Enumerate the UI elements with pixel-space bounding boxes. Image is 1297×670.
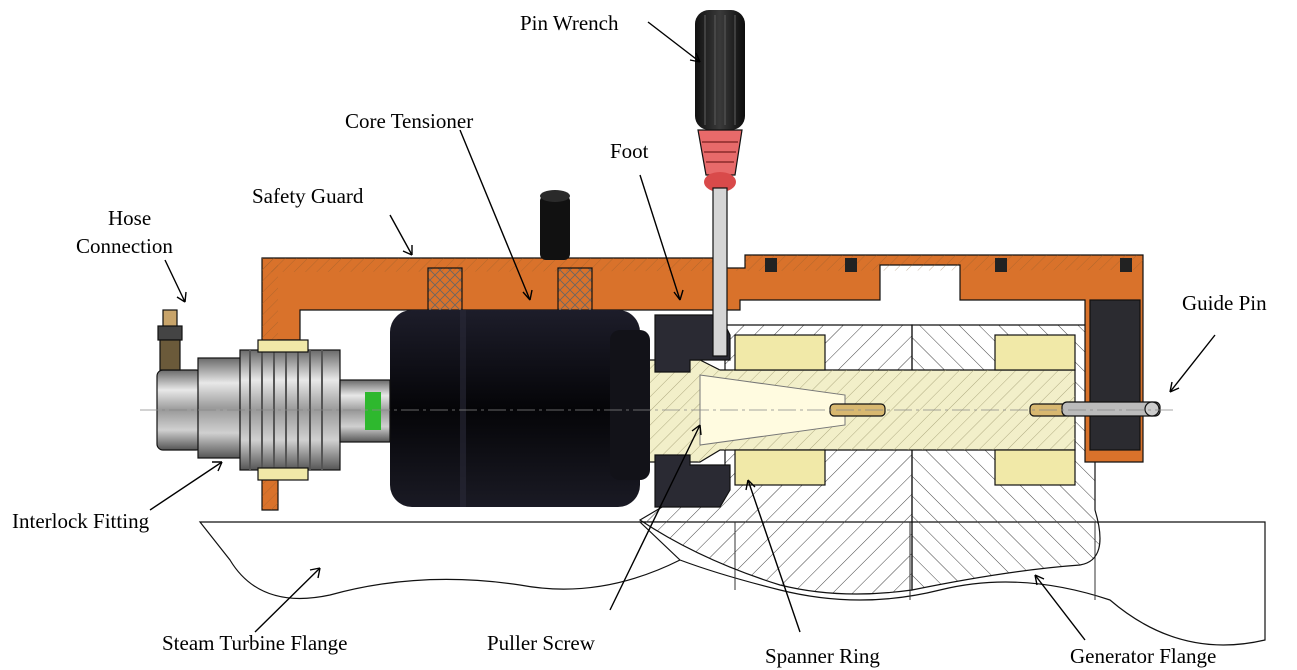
hose-connection	[157, 309, 183, 371]
label-interlock-fitting: Interlock Fitting	[12, 509, 150, 533]
label-generator-flange: Generator Flange	[1070, 644, 1216, 668]
label-safety-guard: Safety Guard	[252, 184, 364, 208]
guide-plate	[1089, 299, 1141, 451]
interlock-fitting	[156, 357, 244, 459]
steam-turbine-flange	[198, 521, 681, 600]
label-core-tensioner: Core Tensioner	[345, 109, 473, 133]
label-hose-connection-line2: Connection	[76, 234, 173, 258]
guard-knob	[540, 190, 570, 260]
leader-lines	[149, 21, 1216, 641]
label-puller-screw: Puller Screw	[487, 631, 596, 655]
label-hose-connection-line1: Hose	[108, 206, 151, 230]
nut-upper-left	[734, 334, 826, 371]
guide-pin	[1061, 401, 1161, 417]
label-foot: Foot	[610, 139, 649, 163]
guard-spacer-right	[557, 267, 593, 313]
label-steam-turbine-flange: Steam Turbine Flange	[162, 631, 348, 655]
nut-lower-left	[734, 449, 826, 486]
label-guide-pin: Guide Pin	[1182, 291, 1267, 315]
label-pin-wrench: Pin Wrench	[520, 11, 619, 35]
foot	[654, 314, 731, 508]
core-tensioner	[390, 310, 650, 507]
nut-upper-right	[994, 334, 1076, 371]
labels: Pin Wrench Core Tensioner Foot Safety Gu…	[12, 11, 1267, 668]
guard-spacer-left	[427, 267, 463, 313]
nut-lower-right	[994, 449, 1076, 486]
label-spanner-ring: Spanner Ring	[765, 644, 880, 668]
pin-wrench	[695, 10, 745, 357]
